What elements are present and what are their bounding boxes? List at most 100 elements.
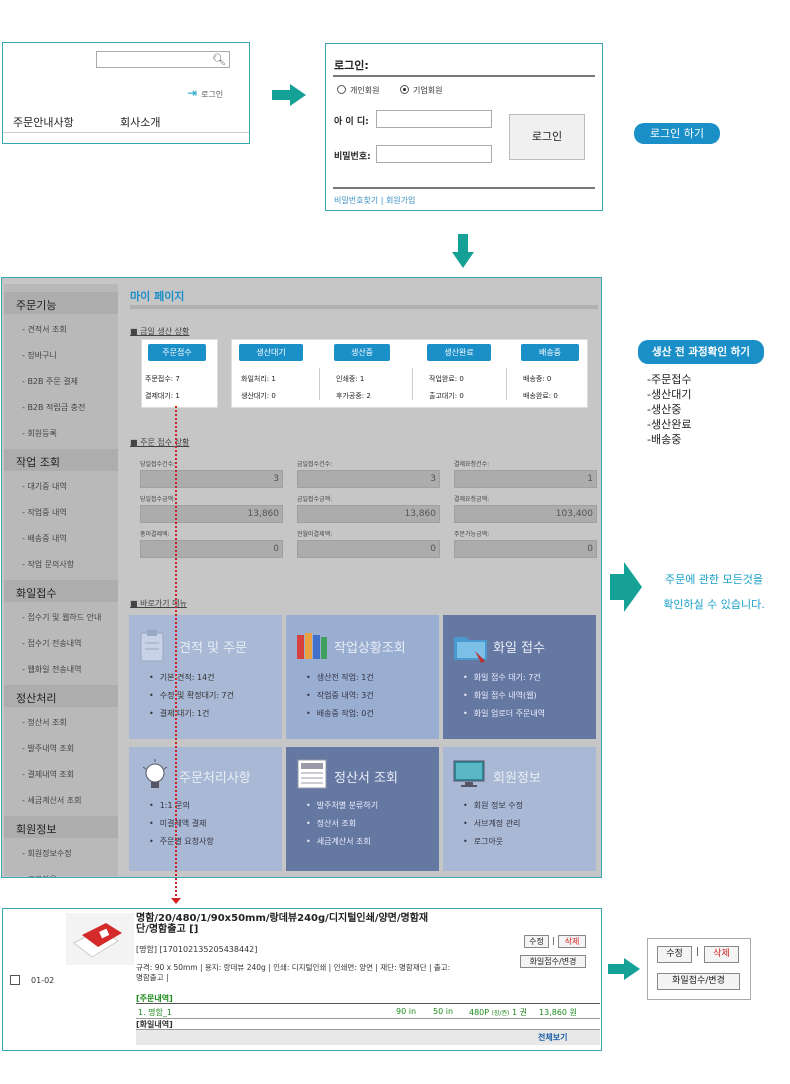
order-code: [명함] [170102135205438442] bbox=[136, 945, 258, 954]
arrow-right-icon bbox=[608, 958, 640, 980]
tile-item[interactable]: 회원 정보 수정 bbox=[463, 797, 523, 815]
row-checkbox[interactable] bbox=[10, 975, 20, 985]
sidebar-item[interactable]: - 회원정보수정 bbox=[22, 849, 72, 858]
tile-item[interactable]: 수정 및 확정대기: 7건 bbox=[149, 687, 234, 705]
search-input[interactable]: 🔍︎ bbox=[96, 51, 230, 68]
stage-button[interactable]: 주문접수 bbox=[148, 344, 206, 361]
divider bbox=[136, 1018, 600, 1019]
tile-item[interactable]: 미결제액 결제 bbox=[149, 815, 214, 833]
stage-button[interactable]: 생산대기 bbox=[239, 344, 303, 361]
tile-item[interactable]: 화일 업로더 주문내역 bbox=[463, 705, 545, 723]
shortcut-tile[interactable]: 견적 및 주문기본 견적: 14건수정 및 확정대기: 7건결제 대기: 1건 bbox=[129, 615, 282, 739]
sidebar-item[interactable]: - 작업 문의사항 bbox=[22, 560, 75, 569]
page-title: 마이 페이지 bbox=[130, 290, 185, 303]
sidebar-item[interactable]: - 로그아웃 bbox=[22, 874, 57, 877]
sidebar-item[interactable]: - 세금계산서 조회 bbox=[22, 796, 82, 805]
item-width: 90 in bbox=[396, 1007, 417, 1016]
stage-button[interactable]: 생산중 bbox=[334, 344, 390, 361]
tile-item[interactable]: 결제 대기: 1건 bbox=[149, 705, 234, 723]
sidebar-heading: 정산처리 bbox=[4, 685, 118, 707]
file-submit-button-zoom[interactable]: 화일접수/변경 bbox=[657, 973, 740, 990]
sidebar-item[interactable]: - 정산서 조회 bbox=[22, 718, 67, 727]
tile-items: 화일 접수 대기: 7건화일 접수 내역(웹)화일 업로더 주문내역 bbox=[463, 669, 545, 723]
sidebar-item[interactable]: - 접수기 전송내역 bbox=[22, 639, 82, 648]
radio-personal[interactable]: 개인회원 bbox=[337, 85, 379, 96]
delete-button[interactable]: 삭제 bbox=[558, 935, 586, 948]
sidebar-item[interactable]: - 결제내역 조회 bbox=[22, 770, 75, 779]
sidebar-item[interactable]: - B2B 주문 결제 bbox=[22, 377, 79, 386]
tile-item[interactable]: 화일 접수 내역(웹) bbox=[463, 687, 545, 705]
tile-item[interactable]: 1:1 문의 bbox=[149, 797, 214, 815]
stage-count: 주문접수: 7 bbox=[145, 375, 180, 383]
section-shortcuts: ■ 바로가기 메뉴 bbox=[130, 599, 187, 608]
product-thumbnail bbox=[66, 913, 134, 965]
tile-item[interactable]: 세금계산서 조회 bbox=[306, 833, 378, 851]
stat-label: 총미결제액: bbox=[140, 531, 170, 538]
nav-order-guide[interactable]: 주문안내사항 bbox=[13, 116, 74, 129]
password-input[interactable] bbox=[376, 145, 492, 163]
shortcut-tile[interactable]: 회원정보회원 정보 수정서브계정 관리로그아웃 bbox=[443, 747, 596, 871]
stat-label: 금일접수금액: bbox=[297, 496, 333, 503]
sidebar-item[interactable]: - 대기중 내역 bbox=[22, 482, 67, 491]
stat-value: 3 bbox=[297, 470, 440, 488]
sidebar-item[interactable]: - 작업중 내역 bbox=[22, 508, 67, 517]
tile-items: 회원 정보 수정서브계정 관리로그아웃 bbox=[463, 797, 523, 851]
search-icon[interactable]: 🔍︎ bbox=[212, 53, 226, 66]
tile-title: 견적 및 주문 bbox=[179, 641, 248, 656]
sidebar-heading: 회원정보 bbox=[4, 816, 118, 838]
tile-item[interactable]: 서브계정 관리 bbox=[463, 815, 523, 833]
login-link[interactable]: ⇥로그인 bbox=[187, 86, 224, 100]
tile-item[interactable]: 정산서 조회 bbox=[306, 815, 378, 833]
tile-items: 생산전 작업: 1건작업중 내역: 3건배송중 작업: 0건 bbox=[306, 669, 374, 723]
mypage-panel: 주문기능- 견적서 조회- 장바구니- B2B 주문 결제- B2B 적립금 충… bbox=[1, 277, 602, 878]
radio-icon bbox=[337, 85, 346, 94]
divider bbox=[412, 368, 413, 400]
stage-button[interactable]: 배송중 bbox=[521, 344, 579, 361]
sidebar-item[interactable]: - 장바구니 bbox=[22, 351, 57, 360]
edit-button[interactable]: 수정 bbox=[524, 935, 549, 948]
folder-icon bbox=[453, 629, 487, 666]
stat-value: 13,860 bbox=[297, 505, 440, 523]
stat-label: 주문가능금액: bbox=[454, 531, 490, 538]
shortcut-tile[interactable]: 주문처리사항1:1 문의미결제액 결제주문별 요청사항 bbox=[129, 747, 282, 871]
nav-company[interactable]: 회사소개 bbox=[120, 116, 161, 129]
login-help-links[interactable]: 비밀번호찾기 | 회원가입 bbox=[334, 196, 416, 205]
tile-item[interactable]: 주문별 요청사항 bbox=[149, 833, 214, 851]
tile-item[interactable]: 발주처별 분류하기 bbox=[306, 797, 378, 815]
shortcut-tile[interactable]: 화일 접수화일 접수 대기: 7건화일 접수 내역(웹)화일 업로더 주문내역 bbox=[443, 615, 596, 739]
radio-business[interactable]: 기업회원 bbox=[400, 85, 442, 96]
sidebar-item[interactable]: - 발주내역 조회 bbox=[22, 744, 75, 753]
divider bbox=[136, 1003, 600, 1004]
stage-count: 생산대기: 0 bbox=[241, 392, 276, 400]
tile-item[interactable]: 로그아웃 bbox=[463, 833, 523, 851]
sidebar-item[interactable]: - 접수기 및 웹하드 안내 bbox=[22, 613, 102, 622]
tile-items: 기본 견적: 14건수정 및 확정대기: 7건결제 대기: 1건 bbox=[149, 669, 234, 723]
order-panel: 01-02 명함/20/480/1/90x50mm/랑데뷰240g/디지털인쇄/… bbox=[2, 908, 602, 1051]
shortcut-tile[interactable]: 정산서 조회발주처별 분류하기정산서 조회세금계산서 조회 bbox=[286, 747, 439, 871]
order-spec: 규격: 90 x 50mm | 용지: 랑데뷰 240g | 인쇄: 디지털인쇄… bbox=[136, 963, 451, 982]
tile-item[interactable]: 생산전 작업: 1건 bbox=[306, 669, 374, 687]
tile-item[interactable]: 작업중 내역: 3건 bbox=[306, 687, 374, 705]
sidebar-item[interactable]: - 배송중 내역 bbox=[22, 534, 67, 543]
sidebar-item[interactable]: - 회원등록 bbox=[22, 429, 57, 438]
stage-button[interactable]: 생산완료 bbox=[427, 344, 491, 361]
edit-button-zoom[interactable]: 수정 bbox=[657, 946, 692, 963]
sidebar-item[interactable]: - 견적서 조회 bbox=[22, 325, 67, 334]
file-submit-button[interactable]: 화일접수/변경 bbox=[520, 955, 586, 968]
stage-count: 화일처리: 1 bbox=[241, 375, 276, 383]
item-qty: 480P (장/권) 1 권 bbox=[469, 1008, 527, 1017]
tile-title: 회원정보 bbox=[493, 771, 541, 786]
tile-item[interactable]: 화일 접수 대기: 7건 bbox=[463, 669, 545, 687]
tile-item[interactable]: 배송중 작업: 0건 bbox=[306, 705, 374, 723]
shortcut-tile[interactable]: 작업상황조회생산전 작업: 1건작업중 내역: 3건배송중 작업: 0건 bbox=[286, 615, 439, 739]
login-button[interactable]: 로그인 bbox=[509, 114, 585, 160]
id-label: 아 이 디: bbox=[334, 117, 369, 127]
stat-label: 금일접수건수: bbox=[297, 461, 333, 468]
delete-button-zoom[interactable]: 삭제 bbox=[704, 946, 739, 963]
tile-item[interactable]: 기본 견적: 14건 bbox=[149, 669, 234, 687]
stage-count: 후가공중: 2 bbox=[336, 392, 371, 400]
view-all-link[interactable]: 전체보기 bbox=[538, 1033, 568, 1042]
id-input[interactable] bbox=[376, 110, 492, 128]
sidebar-item[interactable]: - B2B 적립금 충전 bbox=[22, 403, 86, 412]
sidebar-item[interactable]: - 웹화일 전송내역 bbox=[22, 665, 82, 674]
